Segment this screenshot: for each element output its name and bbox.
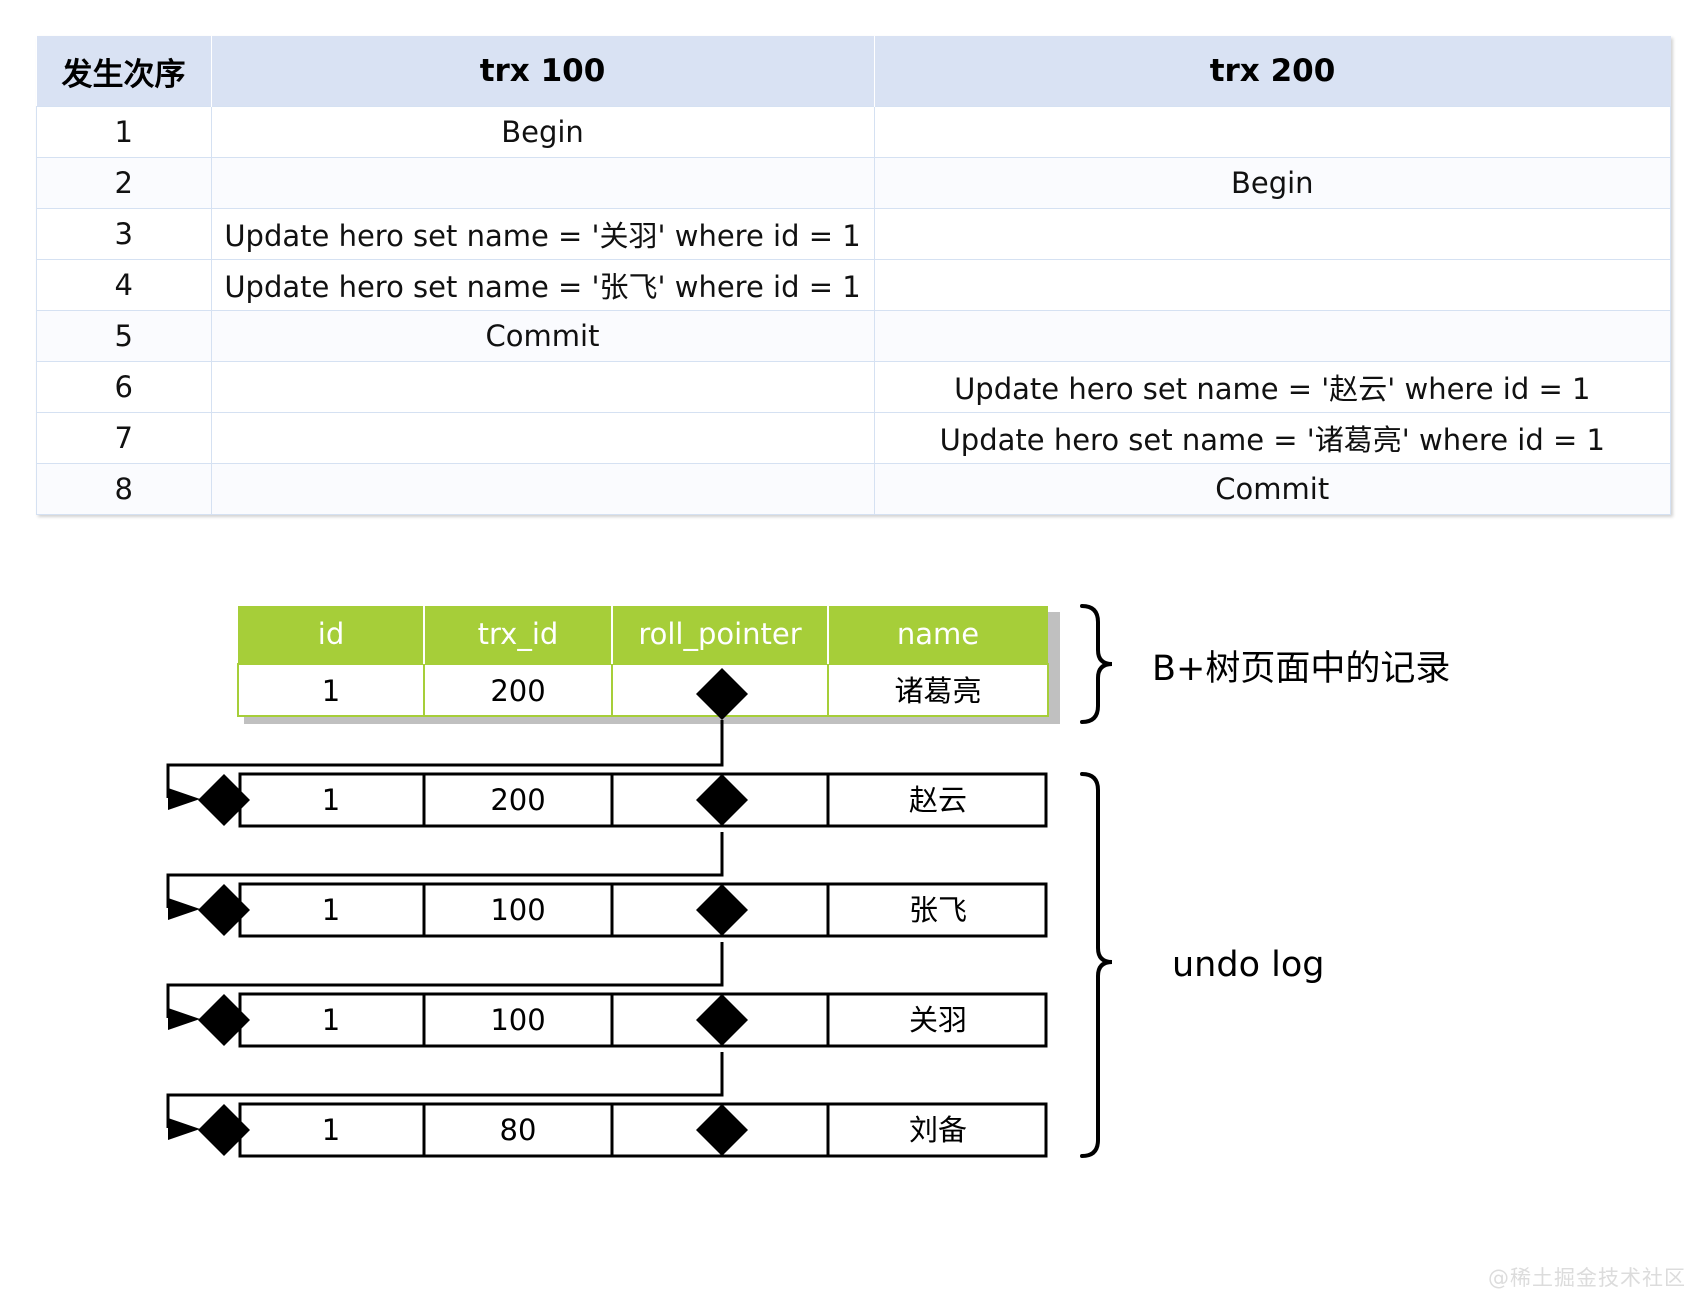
table-row: 3 Update hero set name = '关羽' where id =…: [36, 208, 1671, 260]
record-cell-id: 1: [322, 674, 340, 708]
table-header-row: 发生次序 trx 100 trx 200: [36, 36, 1671, 107]
undo-row-box: [238, 882, 1048, 938]
undo-cell-id: 1: [322, 783, 340, 817]
cell-trx200: Update hero set name = '诸葛亮' where id = …: [873, 412, 1671, 464]
cell-trx200: Update hero set name = '赵云' where id = 1: [873, 361, 1671, 413]
record-cell-trx-id: 200: [490, 674, 545, 708]
cell-trx100: Update hero set name = '张飞' where id = 1: [210, 259, 875, 311]
record-column-header-id: id: [318, 617, 344, 651]
cell-sequence: 4: [36, 259, 212, 311]
incoming-pointer-diamond: [198, 1104, 250, 1156]
cell-trx200: [873, 259, 1671, 311]
watermark: @稀土掘金技术社区: [1488, 1266, 1686, 1290]
table-row: 2 Begin: [36, 157, 1671, 209]
btree-record-table: id trx_id roll_pointer name 1 200 诸葛亮: [237, 606, 1049, 720]
version-chain-connectors: [166, 720, 724, 1128]
roll-pointer-diamond: [696, 1104, 748, 1156]
record-header-band: [238, 606, 1048, 664]
arrowhead-undo1: [168, 788, 200, 810]
connector-record-to-undo1: [166, 720, 724, 798]
undo-cell-name: 赵云: [909, 783, 967, 817]
brace-btree-record: [1080, 604, 1113, 724]
cell-trx200: Commit: [873, 463, 1671, 515]
cell-trx100: [210, 412, 875, 464]
cell-sequence: 2: [36, 157, 212, 209]
connector-undo2-to-undo3: [166, 942, 724, 1018]
incoming-pointer-diamond: [198, 994, 250, 1046]
connector-undo1-to-undo2: [166, 832, 724, 908]
cell-sequence: 7: [36, 412, 212, 464]
brace-undo-log: [1080, 772, 1113, 1158]
undo-row-box: [238, 1102, 1048, 1158]
arrowhead-undo4: [168, 1118, 200, 1140]
undo-cell-trx-id: 100: [490, 1003, 545, 1037]
undo-cell-trx-id: 200: [490, 783, 545, 817]
undo-cell-id: 1: [322, 893, 340, 927]
table-row: 8 Commit: [36, 463, 1671, 515]
undo-cell-name: 张飞: [909, 893, 967, 927]
undo-row-box: [238, 992, 1048, 1048]
record-column-header-roll-pointer: roll_pointer: [638, 617, 801, 651]
table-row: 7 Update hero set name = '诸葛亮' where id …: [36, 412, 1671, 464]
connector-undo3-to-undo4: [166, 1052, 724, 1128]
cell-trx100: Update hero set name = '关羽' where id = 1: [210, 208, 875, 260]
cell-trx200: [873, 106, 1671, 158]
cell-trx100: Commit: [210, 310, 875, 362]
undo-cell-name: 刘备: [909, 1113, 967, 1147]
undo-log-version-chain-diagram: id trx_id roll_pointer name 1 200 诸葛亮: [0, 560, 1704, 1240]
table-row: 5 Commit: [36, 310, 1671, 362]
record-column-header-trx-id: trx_id: [478, 617, 559, 651]
cell-sequence: 1: [36, 106, 212, 158]
cell-trx200: [873, 208, 1671, 260]
cell-trx100: Begin: [210, 106, 875, 158]
cell-sequence: 3: [36, 208, 212, 260]
roll-pointer-diamond: [696, 994, 748, 1046]
trx-table: 发生次序 trx 100 trx 200 1 Begin 2 Begin 3 U…: [36, 36, 1671, 515]
table-row: 6 Update hero set name = '赵云' where id =…: [36, 361, 1671, 413]
record-value-band: [237, 663, 1049, 717]
column-header-trx100: trx 100: [211, 36, 875, 107]
incoming-pointer-diamond: [198, 774, 250, 826]
table-row: 1 Begin: [36, 106, 1671, 158]
cell-sequence: 6: [36, 361, 212, 413]
undo-cell-name: 关羽: [909, 1003, 967, 1037]
roll-pointer-diamond: [696, 774, 748, 826]
column-header-trx200: trx 200: [874, 36, 1671, 107]
undo-cell-trx-id: 80: [500, 1113, 537, 1147]
brace-label-undo-log: undo log: [1172, 945, 1324, 985]
connector-arrowheads: [168, 788, 200, 1140]
roll-pointer-diamond: [696, 884, 748, 936]
roll-pointer-diamond-record: [696, 668, 748, 720]
undo-cell-id: 1: [322, 1003, 340, 1037]
column-header-sequence: 发生次序: [36, 36, 212, 107]
arrowhead-undo2: [168, 898, 200, 920]
undo-cell-id: 1: [322, 1113, 340, 1147]
cell-trx100: [210, 361, 875, 413]
cell-trx200: [873, 310, 1671, 362]
brace-label-btree-record: B+树页面中的记录: [1152, 649, 1450, 689]
undo-log-row-1: 1 200 赵云: [198, 772, 1048, 828]
undo-log-row-3: 1 100 关羽: [198, 992, 1048, 1048]
record-column-header-name: name: [897, 617, 979, 651]
table-row: 4 Update hero set name = '张飞' where id =…: [36, 259, 1671, 311]
incoming-pointer-diamond: [198, 884, 250, 936]
undo-row-box: [238, 772, 1048, 828]
undo-log-row-2: 1 100 张飞: [198, 882, 1048, 938]
cell-trx100: [210, 157, 875, 209]
cell-sequence: 5: [36, 310, 212, 362]
arrowhead-undo3: [168, 1008, 200, 1030]
undo-log-row-4: 1 80 刘备: [198, 1102, 1048, 1158]
undo-cell-trx-id: 100: [490, 893, 545, 927]
cell-sequence: 8: [36, 463, 212, 515]
transaction-timeline-table: 发生次序 trx 100 trx 200 1 Begin 2 Begin 3 U…: [36, 36, 1671, 515]
cell-trx200: Begin: [873, 157, 1671, 209]
cell-trx100: [210, 463, 875, 515]
record-cell-name: 诸葛亮: [894, 674, 981, 708]
